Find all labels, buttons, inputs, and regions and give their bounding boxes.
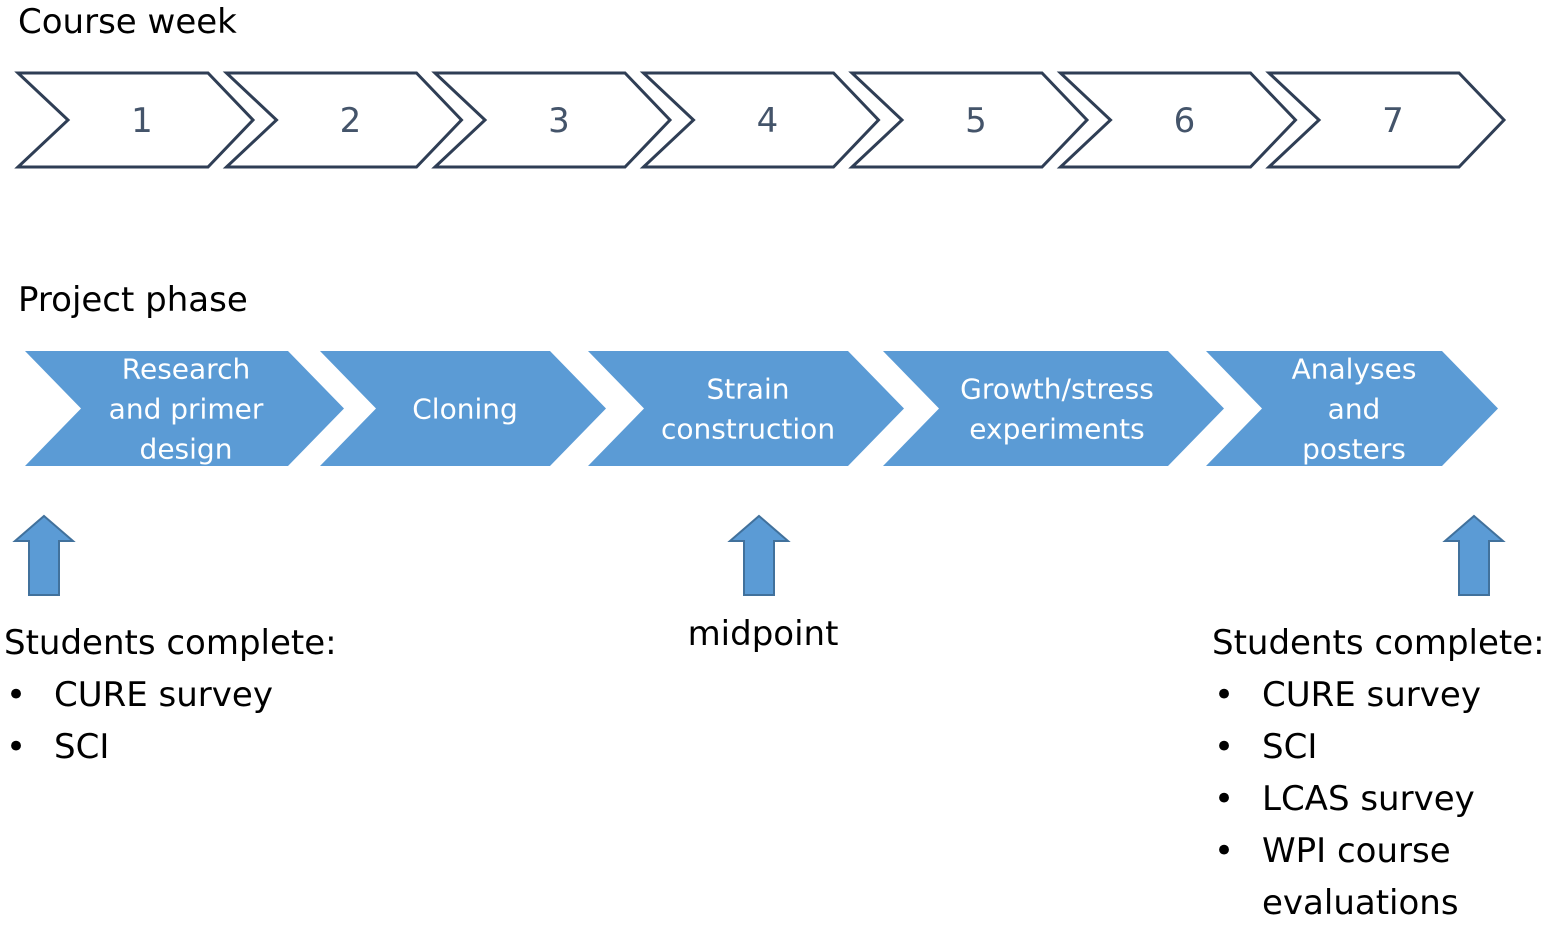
start-block-title: Students complete: — [4, 623, 337, 663]
milestone-arrows — [12, 514, 1506, 596]
phase-chevron-1 — [25, 351, 344, 466]
week-chevron-5 — [848, 71, 1090, 169]
phase-1-label-line: design — [140, 433, 233, 466]
project-phase-heading: Project phase — [18, 280, 248, 320]
end-block-list: CURE survey SCI LCAS survey WPI course e… — [1212, 669, 1545, 929]
end-block-title: Students complete: — [1212, 623, 1545, 663]
week-number-2: 2 — [340, 101, 362, 141]
midpoint-label: midpoint — [687, 614, 839, 654]
phase-3-label-line: construction — [661, 413, 835, 446]
phase-4-label-line: Growth/stress — [960, 373, 1154, 406]
project-phase-chevrons: Research and primer design Cloning Strain con… — [25, 351, 1498, 466]
course-week-heading: Course week — [18, 2, 237, 42]
end-survey-block: Students complete: CURE survey SCI LCAS … — [1212, 617, 1545, 929]
phase-chevron-2 — [320, 351, 606, 466]
end-item-cure-survey: CURE survey — [1212, 669, 1545, 721]
week-number-1: 1 — [131, 101, 153, 141]
week-number-3: 3 — [548, 101, 570, 141]
phase-chevron-3 — [588, 351, 904, 466]
week-chevron-4 — [639, 71, 881, 169]
phase-1-label-line: and primer — [109, 393, 264, 426]
week-chevron-7 — [1265, 71, 1507, 169]
week-number-7: 7 — [1382, 101, 1404, 141]
start-survey-block: Students complete: CURE survey SCI — [4, 617, 337, 773]
phase-5-label-line: and — [1328, 393, 1381, 426]
week-chevron-1 — [14, 71, 256, 169]
week-chevron-2 — [222, 71, 464, 169]
phase-3-label-line: Strain — [707, 373, 790, 406]
phase-4-label-line: experiments — [969, 413, 1144, 446]
course-week-chevrons: 1 2 3 4 5 6 7 — [14, 71, 1507, 169]
week-number-5: 5 — [965, 101, 987, 141]
end-item-wpi-course-evaluations: WPI course evaluations — [1212, 825, 1492, 929]
phase-5-label-line: Analyses — [1292, 353, 1417, 386]
phase-1-label-line: Research — [122, 353, 250, 386]
phase-chevron-5 — [1206, 351, 1498, 466]
week-chevron-6 — [1056, 71, 1298, 169]
start-item-cure-survey: CURE survey — [4, 669, 337, 721]
end-arrow-icon — [1442, 514, 1506, 596]
end-item-lcas-survey: LCAS survey — [1212, 773, 1545, 825]
phase-5-label-line: posters — [1302, 433, 1406, 466]
week-number-6: 6 — [1174, 101, 1196, 141]
phase-chevron-4 — [883, 351, 1224, 466]
end-item-sci: SCI — [1212, 721, 1545, 773]
phase-2-label-line: Cloning — [412, 393, 518, 426]
start-item-sci: SCI — [4, 721, 337, 773]
start-block-list: CURE survey SCI — [4, 669, 337, 773]
midpoint-arrow-icon — [727, 514, 791, 596]
week-chevron-3 — [431, 71, 673, 169]
week-number-4: 4 — [757, 101, 779, 141]
start-arrow-icon — [12, 514, 76, 596]
